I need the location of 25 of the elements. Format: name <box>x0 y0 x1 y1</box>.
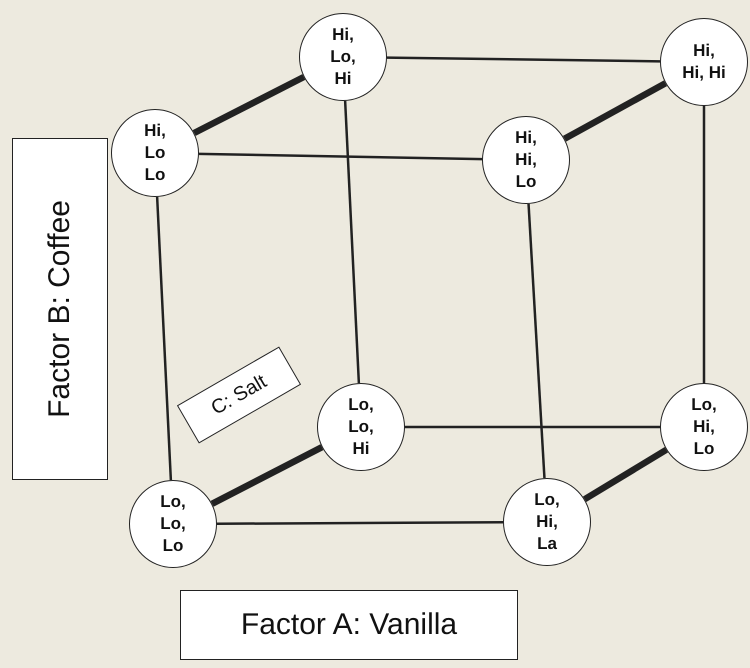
level-combination: Hi, Hi, Lo <box>514 127 538 193</box>
level-combination: Lo, Hi, La <box>533 489 561 555</box>
level-combination: Hi, Hi, Hi <box>681 40 727 84</box>
connector-line <box>344 100 360 384</box>
connector-line <box>702 106 706 383</box>
axis-label: Factor A: Vanilla <box>240 608 458 642</box>
level-combination: Hi, Lo Lo <box>143 120 167 186</box>
axis-label-box <box>12 138 108 480</box>
level-combination: Lo, Hi, Lo <box>690 394 718 460</box>
connector-line <box>156 196 172 480</box>
connector-line <box>386 56 660 63</box>
connector-line <box>198 152 482 160</box>
level-combination: Lo, Lo, Hi <box>347 394 375 460</box>
axis-label-box <box>180 590 518 660</box>
connector-line <box>217 520 503 526</box>
level-combination: Hi, Lo, Hi <box>329 24 357 90</box>
connector-line <box>210 444 324 507</box>
axis-label: C: Salt <box>207 370 271 420</box>
connector-line <box>527 204 546 478</box>
connector-line <box>192 74 306 136</box>
connector-line <box>562 80 668 142</box>
connector-line <box>405 426 660 428</box>
level-combination: Lo, Lo, Lo <box>159 491 187 557</box>
connector-line <box>582 447 668 502</box>
axis-label: Factor B: Coffee <box>43 200 77 418</box>
